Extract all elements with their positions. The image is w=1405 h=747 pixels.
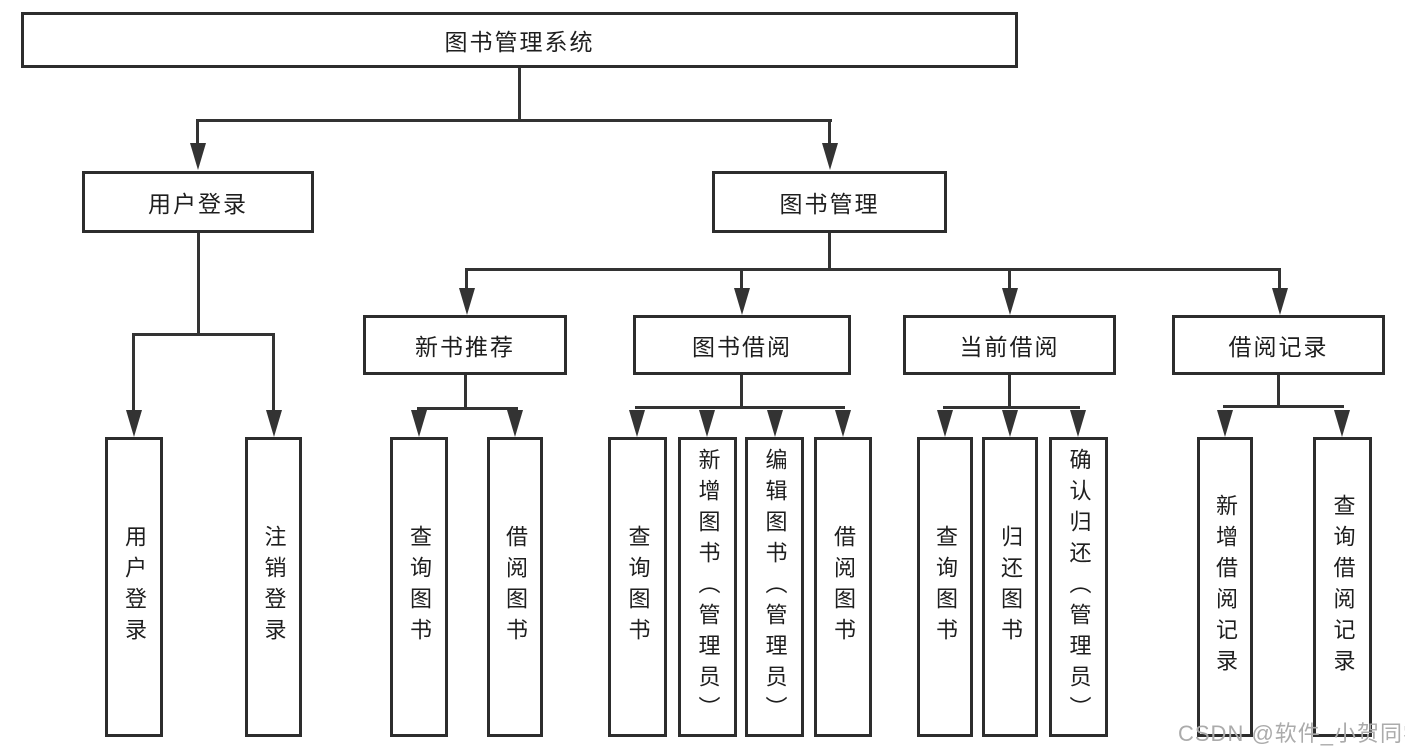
- connector-line: [196, 119, 832, 122]
- connector-line: [464, 375, 467, 409]
- arrow-down-icon: [1002, 410, 1018, 437]
- connector-line: [1223, 405, 1344, 408]
- connector-line: [465, 270, 468, 290]
- arrow-down-icon: [459, 288, 475, 315]
- node-book-borrowing: 图书借阅: [633, 315, 851, 375]
- csdn-watermark: CSDN @软件_小贺同学: [1178, 721, 1405, 746]
- arrow-down-icon: [411, 410, 427, 437]
- connector-line: [518, 68, 521, 121]
- connector-line: [828, 121, 831, 146]
- node-borrow-records: 借阅记录: [1172, 315, 1385, 375]
- connector-line: [1277, 375, 1280, 407]
- connector-line: [635, 406, 845, 409]
- node-current-borrowing: 当前借阅: [903, 315, 1116, 375]
- arrow-down-icon: [699, 410, 715, 437]
- arrow-down-icon: [126, 410, 142, 437]
- leaf-query-books-current: 查询图书: [917, 437, 973, 737]
- leaf-edit-books-admin: 编辑图书（管理员）: [745, 437, 804, 737]
- connector-line: [1008, 375, 1011, 408]
- connector-line: [465, 268, 1281, 271]
- connector-line: [196, 121, 199, 146]
- connector-line: [1278, 270, 1281, 290]
- leaf-return-books: 归还图书: [982, 437, 1038, 737]
- arrow-down-icon: [835, 410, 851, 437]
- arrow-down-icon: [767, 410, 783, 437]
- connector-line: [272, 335, 275, 411]
- leaf-add-books-admin: 新增图书（管理员）: [678, 437, 737, 737]
- connector-line: [943, 406, 1080, 409]
- arrow-down-icon: [629, 410, 645, 437]
- leaf-user-login: 用户登录: [105, 437, 163, 737]
- leaf-query-books-borrowing: 查询图书: [608, 437, 667, 737]
- node-root: 图书管理系统: [21, 12, 1018, 68]
- node-user-login: 用户登录: [82, 171, 314, 233]
- leaf-borrow-books-recommend: 借阅图书: [487, 437, 543, 737]
- connector-line: [740, 270, 743, 290]
- arrow-down-icon: [190, 143, 206, 170]
- node-book-management: 图书管理: [712, 171, 947, 233]
- arrow-down-icon: [1217, 410, 1233, 437]
- arrow-down-icon: [1070, 410, 1086, 437]
- connector-line: [417, 407, 518, 410]
- connector-line: [132, 333, 275, 336]
- arrow-down-icon: [822, 143, 838, 170]
- leaf-logout: 注销登录: [245, 437, 302, 737]
- arrow-down-icon: [1334, 410, 1350, 437]
- connector-line: [197, 233, 200, 335]
- arrow-down-icon: [266, 410, 282, 437]
- connector-line: [132, 335, 135, 411]
- leaf-query-books-recommend: 查询图书: [390, 437, 448, 737]
- arrow-down-icon: [1272, 288, 1288, 315]
- leaf-add-borrow-record: 新增借阅记录: [1197, 437, 1253, 737]
- leaf-borrow-books: 借阅图书: [814, 437, 872, 737]
- leaf-query-borrow-record: 查询借阅记录: [1313, 437, 1372, 737]
- node-new-book-recommend: 新书推荐: [363, 315, 567, 375]
- arrow-down-icon: [937, 410, 953, 437]
- arrow-down-icon: [507, 410, 523, 437]
- connector-line: [828, 233, 831, 270]
- connector-line: [740, 375, 743, 408]
- connector-line: [1008, 270, 1011, 290]
- arrow-down-icon: [1002, 288, 1018, 315]
- arrow-down-icon: [734, 288, 750, 315]
- leaf-confirm-return-admin: 确认归还（管理员）: [1049, 437, 1108, 737]
